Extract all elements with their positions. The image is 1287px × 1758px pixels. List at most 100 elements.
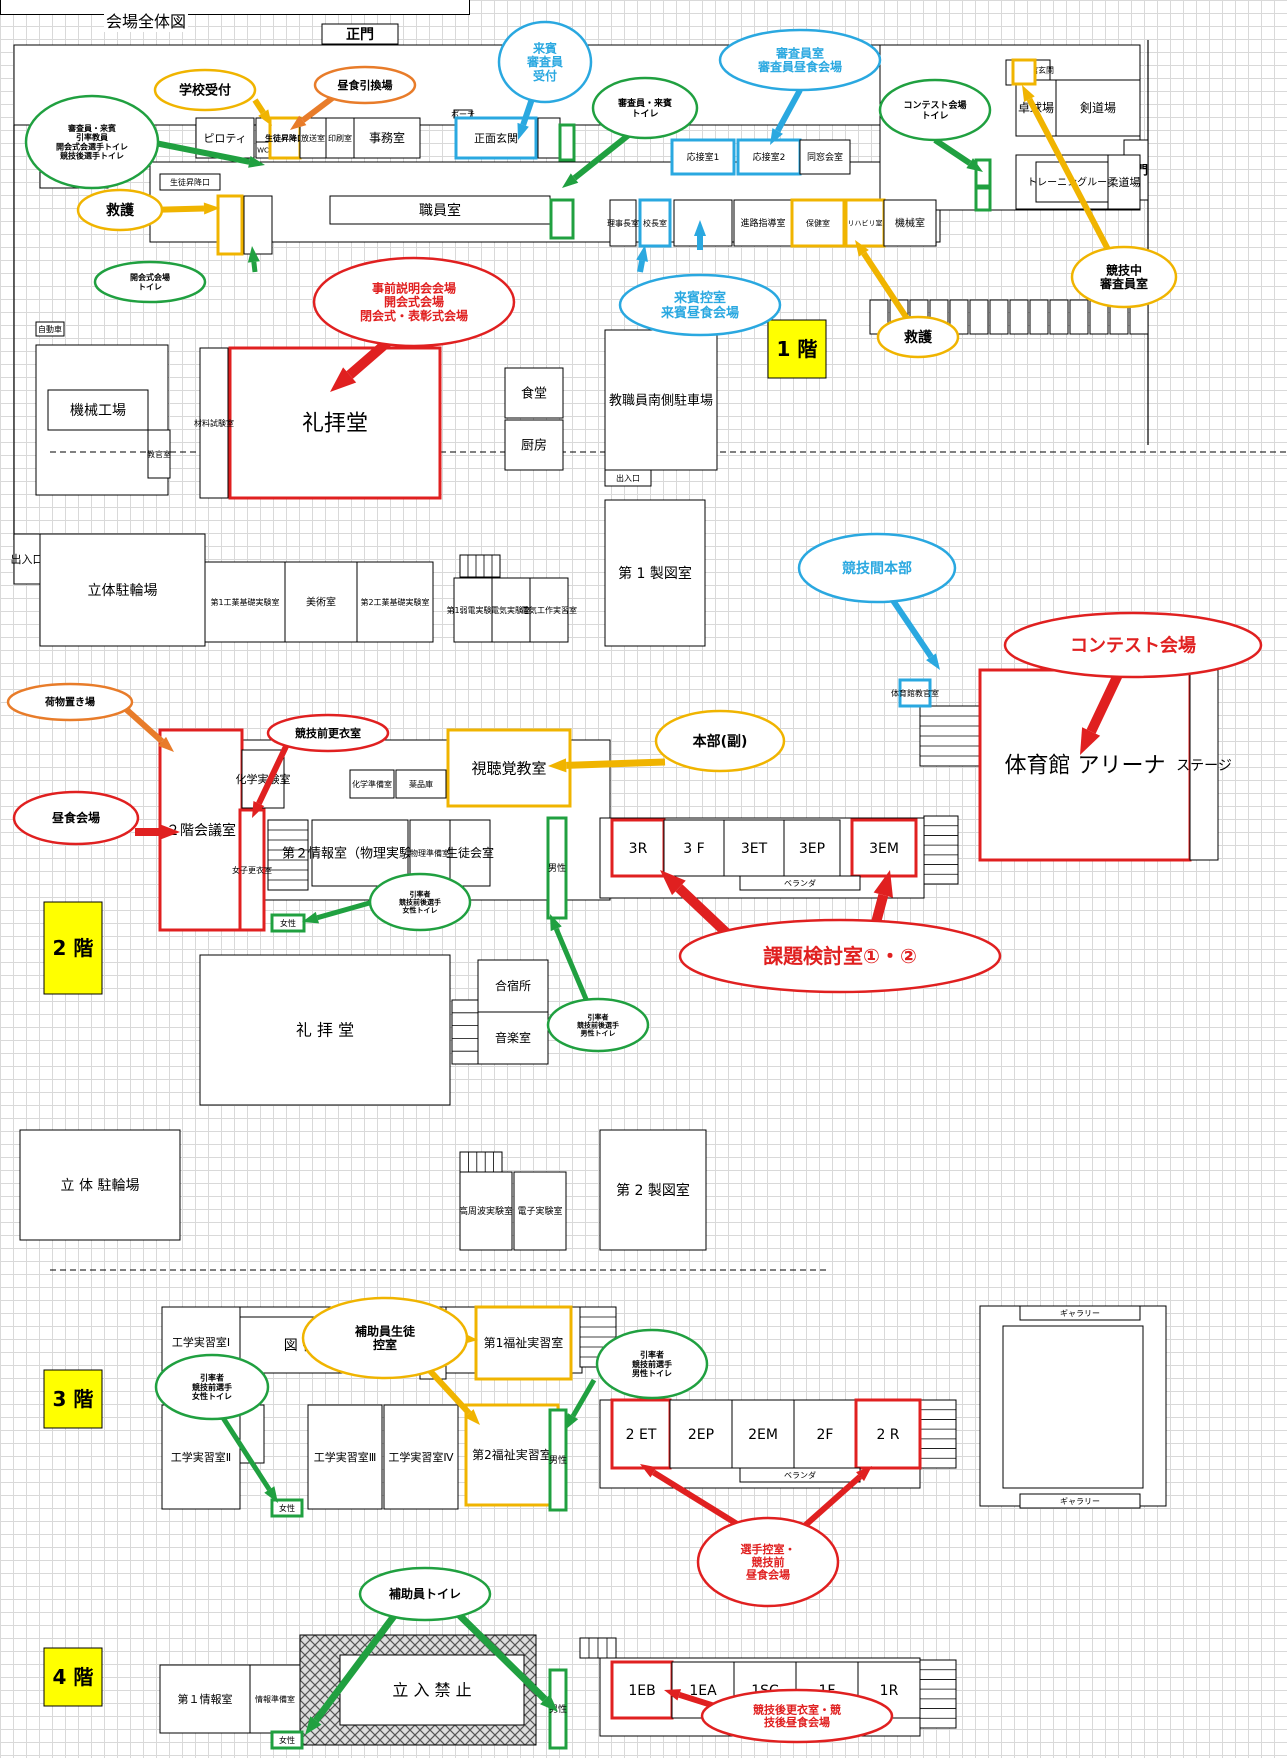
alumni-room xyxy=(799,139,851,175)
arrow-opening-hall-shaft xyxy=(346,336,394,379)
callout-changing-after xyxy=(700,1688,894,1744)
room-2r xyxy=(854,1398,922,1470)
callout-school-reception-text: 学校受付 xyxy=(179,83,231,99)
room-2ep xyxy=(669,1399,733,1469)
female-toilet-3f xyxy=(270,1498,304,1518)
drafting-room-1 xyxy=(604,499,706,647)
arrow-contest-venue-head xyxy=(1080,727,1101,755)
arrow-male-2f-head xyxy=(550,914,562,932)
room-2ep-label: 2EP xyxy=(688,1427,714,1443)
room-3r xyxy=(610,818,666,878)
callout-judge-toilet xyxy=(591,76,699,140)
lecture-hall-2f xyxy=(199,954,451,1106)
room-1eb-label: 1EB xyxy=(628,1683,655,1699)
callout-escort-female-toilet-3f xyxy=(154,1353,270,1421)
arrow-assistant-2-head xyxy=(464,1409,480,1425)
welfare-room-2 xyxy=(464,1403,560,1507)
eng-room-3 xyxy=(307,1404,383,1510)
chair-room-label: 理事長室 xyxy=(607,218,639,228)
arrow-task-room-1-head xyxy=(660,870,686,896)
judge-toilet-booth xyxy=(558,123,576,162)
arrow-first-aid-1-head xyxy=(203,202,220,215)
drafting-room-1-label: 第 1 製図室 xyxy=(618,565,692,582)
arrow-ceremony-toilet-head xyxy=(247,246,260,263)
callout-changing-before-text: 競技前更衣室 xyxy=(295,726,361,740)
male-toilet-4f xyxy=(548,1668,568,1750)
main-gate-label xyxy=(321,23,399,45)
arrow-hq-sub-head xyxy=(548,758,567,773)
contest-toilet-m xyxy=(974,158,992,188)
classroom-unit xyxy=(1009,299,1029,335)
callout-guest-reception-text: 来賓審査員受付 xyxy=(526,40,563,83)
arrow-hq-shaft xyxy=(887,594,934,659)
room-3em-label: 3EM xyxy=(869,841,899,857)
male-toilet-3f-label: 男性 xyxy=(549,1454,567,1466)
callout-first-aid-1 xyxy=(76,188,164,232)
info-prep-room-label: 情報準備室 xyxy=(255,1694,295,1704)
classroom-unit xyxy=(1029,299,1049,335)
music-room xyxy=(477,1011,549,1065)
arrow-contest-toilet-head xyxy=(966,158,983,172)
staff-parking-label: 教職員南側駐車場 xyxy=(609,393,713,409)
arrow-judge-room-head xyxy=(770,128,783,145)
first-engineering-lab-label: 第1工業基礎実験室 xyxy=(210,597,279,607)
callout-escort-male-toilet-2f-text: 引率者競技前後選手男性トイレ xyxy=(577,1012,619,1037)
electronic-lab xyxy=(513,1171,567,1251)
bike-parking-2 xyxy=(19,1129,181,1241)
room-3et-label: 3ET xyxy=(741,841,768,857)
chair-room xyxy=(609,199,637,247)
corridor-room xyxy=(537,117,561,159)
female-changing-room-label: 女子更衣室 xyxy=(232,865,272,875)
electric-lab-label: 第1弱電実験室 xyxy=(446,605,499,615)
arrow-judge-toilet-head xyxy=(562,173,579,188)
room-1r-label: 1R xyxy=(880,1683,899,1699)
veranda-2f-label: ベランダ xyxy=(784,878,816,888)
gym-arena-label: 体育館 アリーナ xyxy=(1005,754,1166,779)
bike-parking-1-label: 立体駐輪場 xyxy=(88,582,158,599)
lecture-hall-1f-label: 礼拝堂 xyxy=(302,412,368,437)
callout-guest-lounge xyxy=(618,273,782,337)
callout-assistant-toilet xyxy=(358,1566,492,1622)
arrow-lunch-pickup-shaft xyxy=(300,93,337,123)
electric-lab xyxy=(453,577,493,643)
info-room-2 xyxy=(311,819,409,887)
student-gate-label-label: 生徒昇降口 xyxy=(170,177,210,187)
callout-in-competition-judge-text: 競技中審査員室 xyxy=(1099,262,1148,291)
arrow-hq-head xyxy=(926,653,940,670)
chem-prep-room xyxy=(349,769,395,799)
arrow-school-reception-head xyxy=(258,109,272,126)
electric-work-room xyxy=(529,577,569,643)
arrow-assistant-toilet-f-head xyxy=(305,1716,322,1735)
callout-contest-venue-text: コンテスト会場 xyxy=(1070,634,1196,656)
kitchen xyxy=(504,419,564,471)
arrow-waiting-2-head xyxy=(856,1466,872,1482)
gym-arena xyxy=(978,668,1192,862)
drafting-room-2 xyxy=(599,1129,707,1251)
callout-first-aid-2-text: 救護 xyxy=(904,329,933,346)
machine-room-label: 機械室 xyxy=(895,217,925,230)
callout-hq-sub-text: 本部(副) xyxy=(693,733,748,750)
machine-shop xyxy=(47,389,149,431)
room-3et xyxy=(723,819,785,877)
storage-room xyxy=(243,195,273,255)
hf-lab xyxy=(459,1171,513,1251)
gallery-top xyxy=(1019,1305,1141,1321)
arrow-first-aid-2-head xyxy=(855,240,869,257)
floor-label-3 xyxy=(43,1369,103,1429)
av-room-label: 視聴覚教室 xyxy=(471,759,546,777)
info-prep-room xyxy=(249,1664,301,1734)
porch-label: ポーチ xyxy=(451,110,475,119)
arrow-guest-reception-head xyxy=(517,122,529,140)
arrow-ceremony-toilet-shaft xyxy=(251,261,258,273)
stairs xyxy=(459,554,501,578)
room-3r-label: 3R xyxy=(629,841,648,857)
callout-in-competition-judge xyxy=(1070,245,1178,309)
eng-room-4 xyxy=(383,1404,459,1510)
music-room-label: 音楽室 xyxy=(495,1030,531,1045)
gallery-top-label: ギャラリー xyxy=(1060,1309,1100,1318)
stairs xyxy=(923,815,959,885)
welfare-room-1 xyxy=(474,1305,573,1381)
chem-prep-room-label: 化学準備室 xyxy=(352,779,392,789)
staff-room xyxy=(329,195,551,225)
front-entrance xyxy=(454,116,538,160)
